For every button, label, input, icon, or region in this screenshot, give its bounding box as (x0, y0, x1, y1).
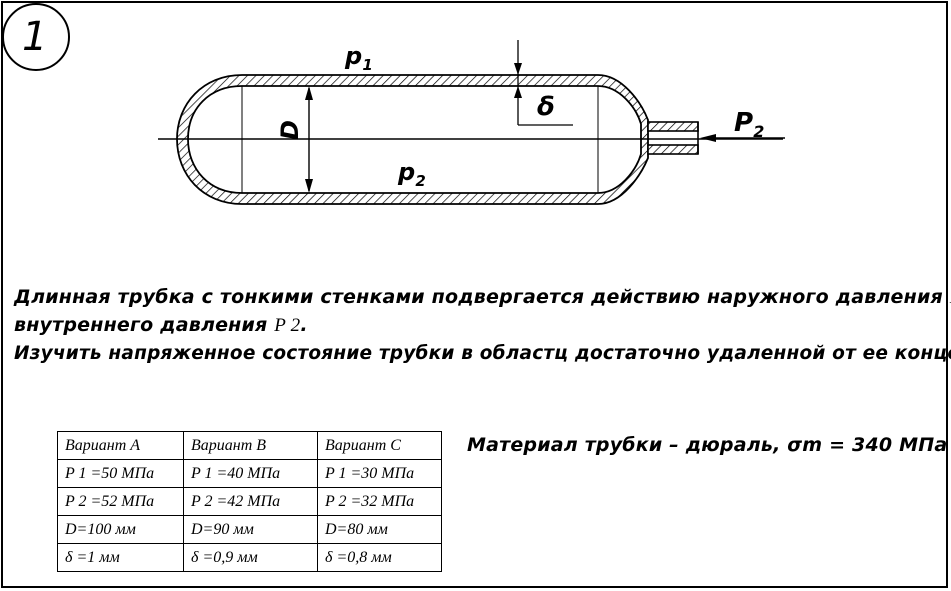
header-variant-b: Вариант B (183, 431, 318, 460)
description-line-2-end: . (300, 314, 308, 336)
figure-number-circle (2, 3, 70, 71)
label-p1-sub: 1 (362, 55, 374, 74)
table-cell: D=100 мм (57, 515, 184, 544)
table-cell: δ =0,9 мм (183, 543, 318, 572)
header-variant-c: Вариант C (317, 431, 442, 460)
description-line-1-symbol: P 1 (950, 287, 951, 308)
vessel-wall (176, 74, 649, 205)
table-row: δ =1 мм δ =0,9 мм δ =0,8 мм (57, 543, 442, 572)
label-P2-sub: 2 (753, 122, 765, 142)
label-P2-nozzle: P2 (734, 108, 765, 141)
label-p1-base: p (345, 42, 363, 70)
label-delta: δ (537, 92, 556, 122)
table-row: D=100 мм D=90 мм D=80 мм (57, 515, 442, 544)
table-row: P 1 =50 МПа P 1 =40 МПа P 1 =30 МПа (57, 459, 442, 488)
header-variant-a: Вариант A (57, 431, 184, 460)
table-row: P 2 =52 МПа P 2 =42 МПа P 2 =32 МПа (57, 487, 442, 516)
label-p2-base: p (398, 158, 416, 186)
description-line-1-text: Длинная трубка с тонкими стенками подвер… (14, 286, 950, 308)
label-p2-inner: p2 (398, 158, 426, 190)
table-cell: P 2 =52 МПа (57, 487, 184, 516)
table-cell: P 1 =40 МПа (183, 459, 318, 488)
figure-number: 1 (22, 14, 48, 60)
nozzle-wall-bottom (647, 144, 699, 155)
table-cell: D=90 мм (183, 515, 318, 544)
table-cell: P 2 =32 МПа (317, 487, 442, 516)
p2-arrow-head (700, 134, 716, 142)
table-cell: P 2 =42 МПа (183, 487, 318, 516)
table-cell: P 1 =30 МПа (317, 459, 442, 488)
table-cell: δ =1 мм (57, 543, 184, 572)
label-P2-base: P (734, 108, 754, 138)
table-header-row: Вариант A Вариант B Вариант C (57, 431, 442, 460)
description-line-3: Изучить напряженное состояние трубки в о… (14, 343, 951, 364)
description-line-1: Длинная трубка с тонкими стенками подвер… (14, 286, 951, 309)
table-cell: P 1 =50 МПа (57, 459, 184, 488)
variants-table: Вариант A Вариант B Вариант C P 1 =50 МП… (57, 431, 442, 572)
description-line-2-symbol: P 2 (274, 315, 301, 336)
label-p1: p1 (345, 42, 373, 74)
label-p2-sub: 2 (415, 171, 427, 190)
label-D: D (276, 119, 304, 140)
vessel-drawing (2, 3, 785, 205)
table-cell: D=80 мм (317, 515, 442, 544)
table-cell: δ =0,8 мм (317, 543, 442, 572)
nozzle-wall-top (647, 121, 699, 132)
description-line-2: внутреннего давления P 2. (14, 314, 308, 337)
material-note: Материал трубки – дюраль, σm = 340 МПа (467, 434, 948, 456)
description-line-2-text: внутреннего давления (14, 314, 275, 336)
